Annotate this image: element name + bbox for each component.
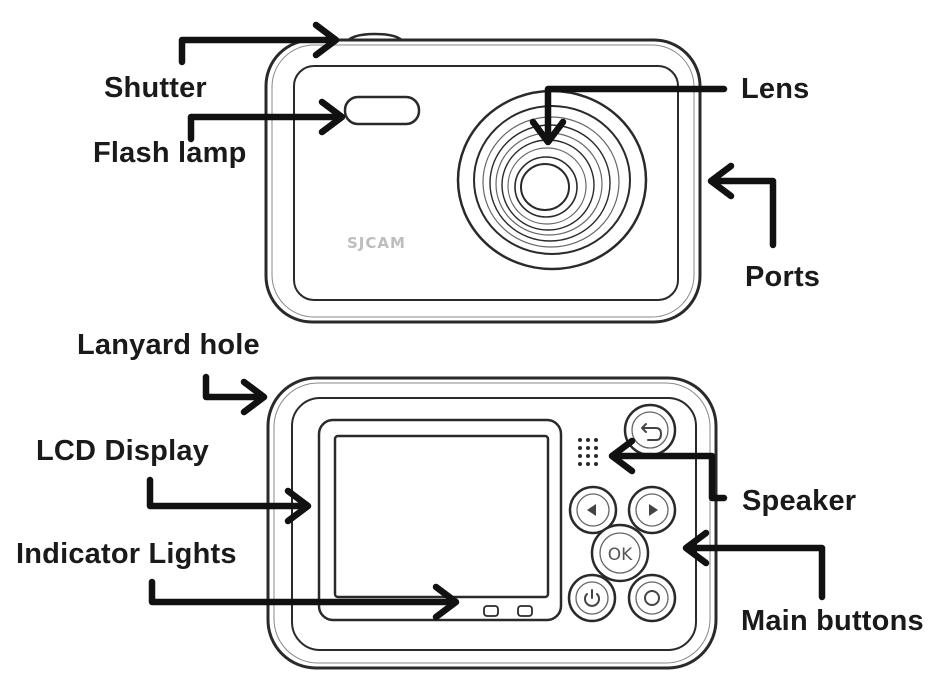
- lcd-display: [333, 434, 550, 599]
- label-main-buttons: Main buttons: [741, 605, 924, 637]
- shutter-arrow: [178, 36, 338, 66]
- label-lcd-display: LCD Display: [36, 435, 210, 467]
- label-indicator-lights: Indicator Lights: [16, 538, 237, 570]
- triangle-left-icon: [587, 504, 596, 516]
- flash-arrow: [187, 113, 344, 143]
- speaker: [578, 438, 598, 466]
- lens-arrow: [544, 85, 728, 144]
- lanyard-arrow: [202, 373, 266, 401]
- main-buttons-arrow: [684, 544, 826, 601]
- label-ports: Ports: [745, 261, 821, 293]
- indicator-light-2: [517, 605, 533, 617]
- right-button[interactable]: [627, 485, 677, 535]
- label-lanyard-hole: Lanyard hole: [77, 329, 260, 361]
- camera-back: OK: [266, 376, 718, 670]
- ok-label: OK: [608, 545, 633, 565]
- triangle-right-icon: [649, 504, 658, 516]
- power-button[interactable]: [567, 573, 617, 623]
- record-button[interactable]: [627, 573, 677, 623]
- circle-icon: [644, 590, 660, 606]
- label-shutter: Shutter: [104, 72, 207, 104]
- speaker-arrow: [610, 452, 728, 502]
- lens: [456, 89, 648, 271]
- label-lens: Lens: [741, 73, 810, 105]
- ports-arrow: [709, 177, 777, 249]
- label-speaker: Speaker: [742, 485, 857, 517]
- return-icon: [641, 423, 662, 441]
- brand-logo: SJCAM: [347, 234, 406, 252]
- lcd-arrow: [146, 476, 310, 510]
- power-icon: [584, 589, 600, 607]
- camera-front: SJCAM: [264, 32, 702, 324]
- flash-lamp: [343, 95, 421, 126]
- indicator-light-1: [483, 605, 499, 617]
- return-button[interactable]: [623, 403, 677, 457]
- label-flash-lamp: Flash lamp: [93, 137, 247, 169]
- ok-button[interactable]: OK: [590, 523, 650, 583]
- indicator-arrow: [148, 578, 458, 606]
- left-button[interactable]: [568, 485, 618, 535]
